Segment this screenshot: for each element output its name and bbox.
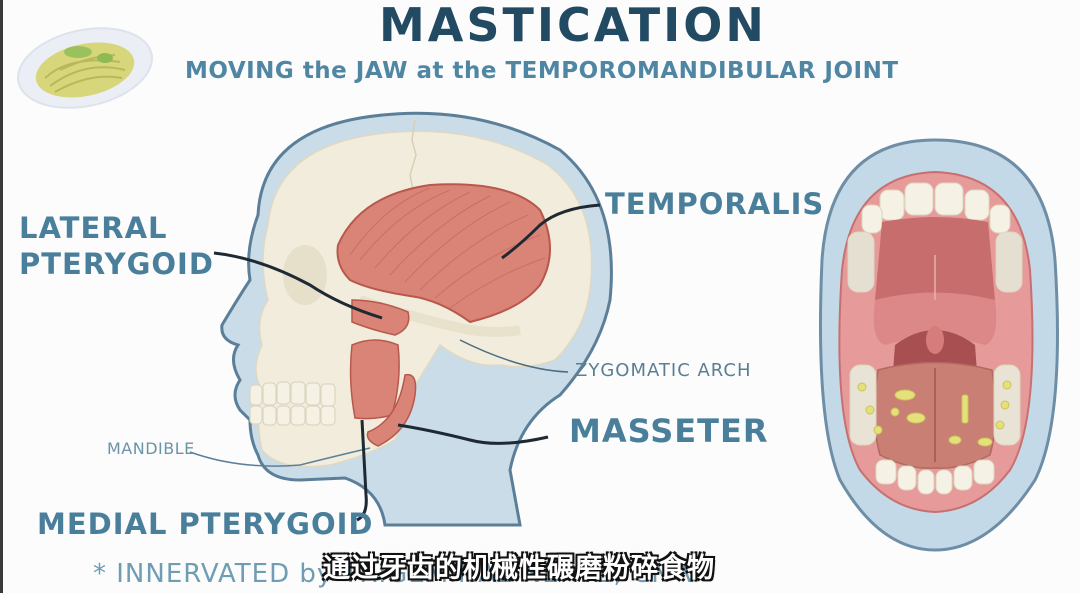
label-innervated-note: * INNERVATED by TRIGEMINAL NERVE, CN V [93, 559, 700, 589]
illustration-canvas [17, 27, 1059, 552]
page-title: MASTICATION [379, 0, 767, 52]
pasta-plate-icon [17, 27, 153, 109]
head-illustration [189, 111, 613, 527]
page-subtitle: MOVING the JAW at the TEMPOROMANDIBULAR … [185, 58, 899, 84]
label-medial-pterygoid: MEDIAL PTERYGOID [37, 507, 374, 541]
label-lateral-line2: PTERYGOID [19, 247, 214, 281]
label-lateral-line1: LATERAL [19, 211, 168, 245]
label-mandible: MANDIBLE [107, 439, 195, 458]
leader-lines [213, 203, 601, 522]
open-mouth-illustration [818, 138, 1059, 552]
illustration-stage: MASTICATION MOVING the JAW at the TEMPOR… [3, 0, 1080, 593]
label-zygomatic-arch: ZYGOMATIC ARCH [575, 360, 752, 381]
video-frame-edge [0, 0, 3, 593]
label-temporalis: TEMPORALIS [605, 187, 825, 221]
label-lateral-pterygoid: LATERAL PTERYGOID [19, 210, 214, 282]
label-masseter: MASSETER [569, 412, 769, 450]
video-subtitle-caption: 通过牙齿的机械性碾磨粉碎食物 [323, 553, 715, 584]
